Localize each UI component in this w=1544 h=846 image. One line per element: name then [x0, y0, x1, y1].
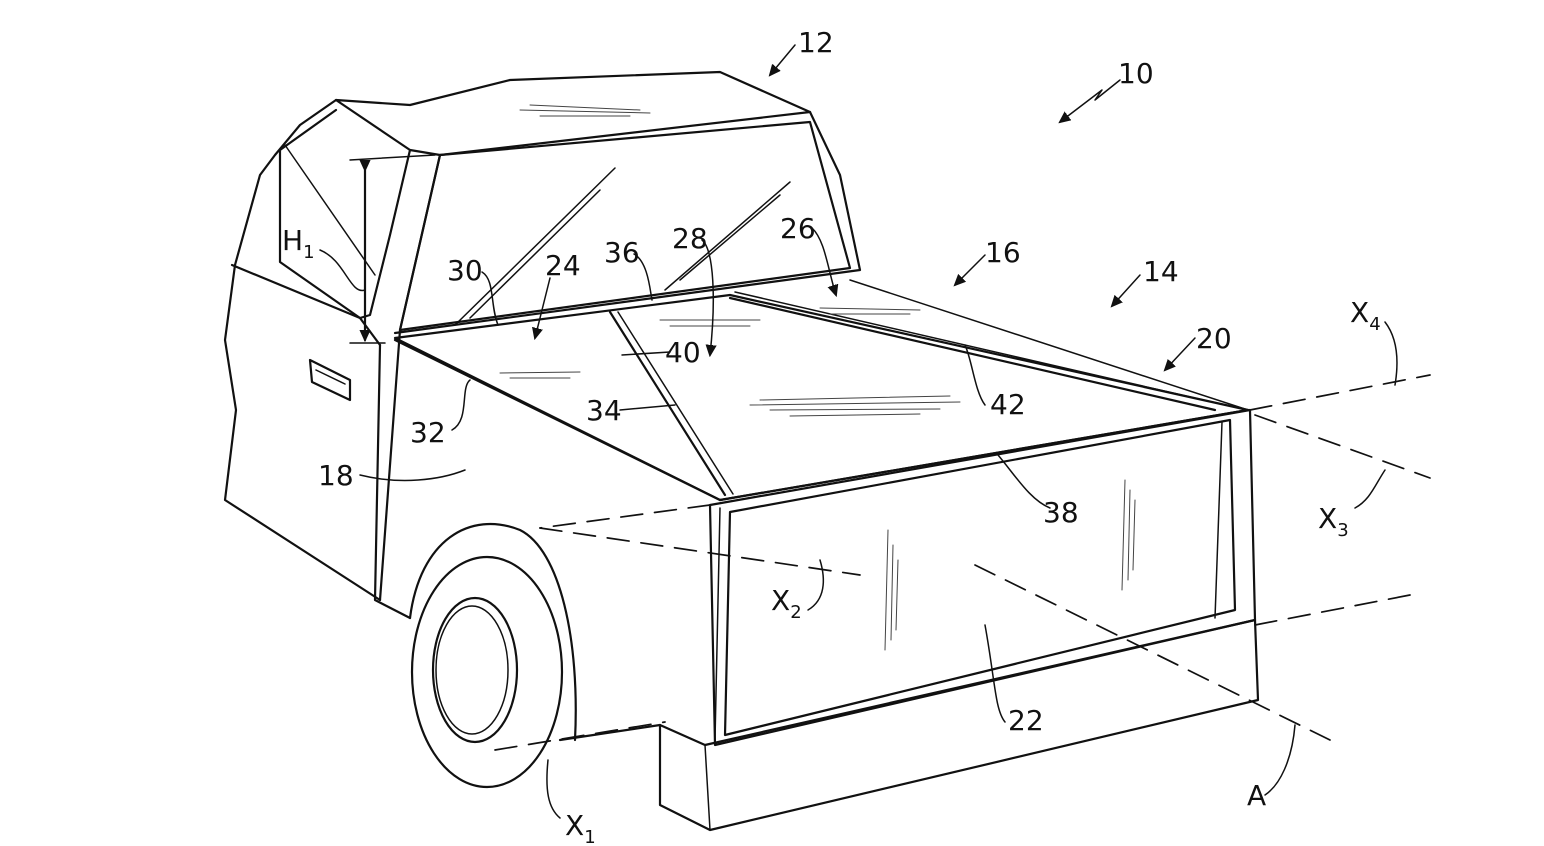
label-x2: X2 [771, 584, 802, 623]
surface-shading [499, 104, 1136, 651]
leader-30 [481, 271, 499, 326]
leader-24 [535, 277, 551, 338]
rear-tire [410, 555, 564, 789]
label-x3: X3 [1318, 502, 1349, 541]
door-handle-inner [315, 369, 346, 385]
rear-window-reflection-1 [454, 167, 616, 326]
label-12: 12 [798, 26, 834, 59]
axis-x2-line [539, 527, 861, 576]
cover-seam-rear-2 [734, 291, 1226, 406]
tailgate-outline [708, 408, 1257, 747]
leader-38 [997, 454, 1051, 509]
tailgate-inner-right [1214, 421, 1223, 619]
label-40: 40 [665, 336, 701, 369]
cab-rear-outline [393, 110, 862, 335]
label-42: 42 [990, 388, 1026, 421]
leader-28 [701, 239, 713, 355]
tailgate-inner-left [714, 507, 721, 741]
wheel-rim-inner [435, 605, 509, 735]
axis-x1-line [494, 721, 666, 751]
door-handle [308, 358, 352, 402]
leader-h1 [319, 249, 366, 292]
leader-10 [1060, 79, 1121, 122]
label-x4: X4 [1350, 296, 1381, 335]
leader-18 [359, 469, 466, 482]
label-34: 34 [586, 394, 622, 427]
leader-a [1264, 724, 1296, 796]
label-16: 16 [985, 236, 1021, 269]
leader-16 [955, 254, 986, 285]
side-window-frame [278, 108, 412, 320]
cab-left-pillar [233, 98, 338, 267]
label-10: 10 [1118, 57, 1154, 90]
cab-roof-outline [334, 70, 812, 157]
cab-b-pillar [378, 153, 442, 602]
label-a: A [1247, 779, 1266, 812]
label-30: 30 [447, 254, 483, 287]
rear-window-reflection-3 [664, 181, 791, 291]
fender-arch [408, 522, 577, 742]
label-x1: X1 [565, 809, 596, 846]
cover-seam-front [608, 310, 727, 497]
label-14: 14 [1143, 255, 1179, 288]
cover-side-rail [849, 279, 1249, 411]
leader-12 [770, 44, 796, 75]
leader-14 [1112, 274, 1141, 306]
leader-40 [621, 351, 671, 356]
leader-32 [451, 379, 471, 431]
leader-26 [811, 227, 836, 295]
axis-lower-right-line [1254, 594, 1411, 626]
leader-x1 [546, 759, 561, 819]
cover-seam-front-2 [617, 311, 734, 495]
label-20: 20 [1196, 322, 1232, 355]
leader-20 [1165, 337, 1196, 370]
label-h1: H1 [282, 224, 315, 263]
cover-seam-rear [728, 296, 1217, 412]
bumper-top-edge [704, 744, 711, 831]
axis-x3-line [1254, 414, 1431, 479]
label-28: 28 [672, 222, 708, 255]
label-38: 38 [1043, 496, 1079, 529]
leader-36 [633, 253, 653, 301]
leader-x2 [807, 559, 825, 611]
label-26: 26 [780, 212, 816, 245]
wheel-rim [431, 596, 519, 744]
rear-bumper [658, 618, 1260, 832]
axis-x4-line [1249, 374, 1431, 411]
bed-side-outline [373, 343, 412, 620]
leader-42 [964, 344, 986, 406]
bed-side-lower [558, 723, 662, 742]
leader-34 [619, 404, 676, 411]
leader-x4 [1384, 321, 1398, 386]
label-22: 22 [1008, 704, 1044, 737]
label-24: 24 [545, 249, 581, 282]
tailgate-inner [723, 418, 1237, 737]
height-dimension-top-tick [349, 154, 436, 161]
label-32: 32 [410, 416, 446, 449]
rear-window-reflection-4 [679, 194, 781, 281]
label-36: 36 [604, 236, 640, 269]
leader-22 [984, 624, 1006, 723]
door-belt-line [230, 263, 382, 347]
axis-upper-left-line [539, 504, 711, 529]
cab-body-outline [223, 263, 382, 602]
label-18: 18 [318, 459, 354, 492]
tonneau-cover-outline [393, 293, 1250, 502]
leader-x3 [1354, 469, 1386, 509]
